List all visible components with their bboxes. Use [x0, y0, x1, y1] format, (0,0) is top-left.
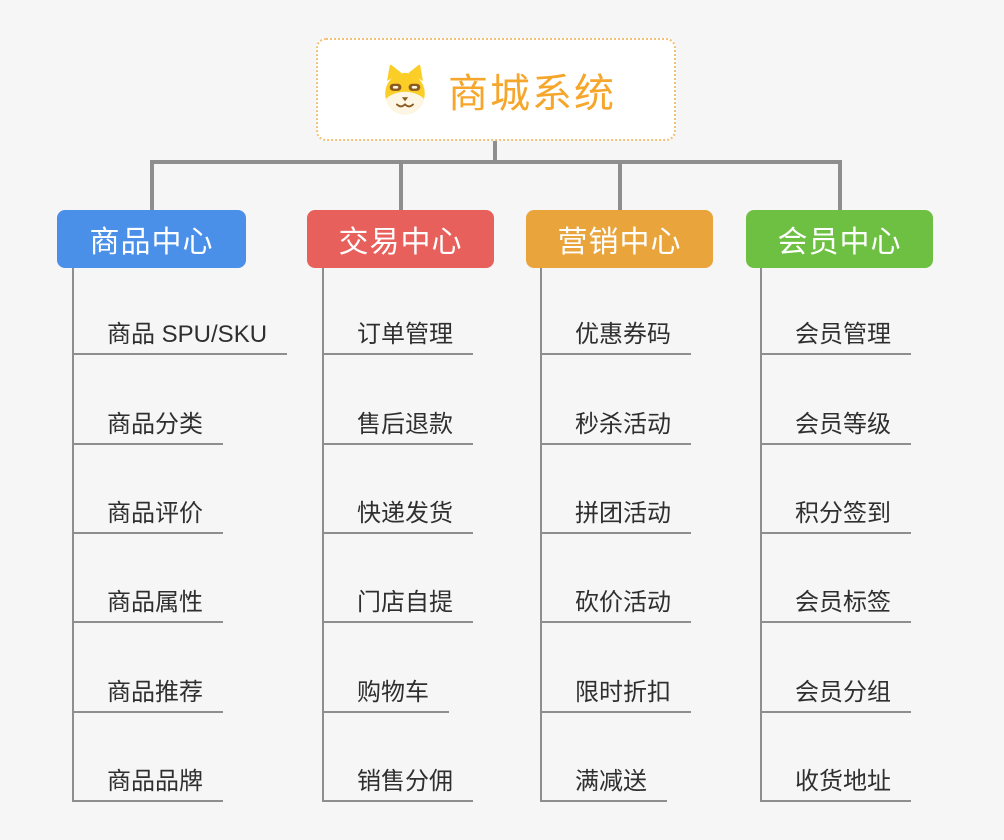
- branch-vertical-line: [760, 268, 762, 802]
- connector-drop-4: [838, 160, 842, 210]
- connector-drop-3: [618, 160, 622, 210]
- leaf-node[interactable]: 秒杀活动: [540, 407, 691, 445]
- leaf-node[interactable]: 优惠券码: [540, 317, 691, 355]
- branch-vertical-line: [72, 268, 74, 802]
- connector-drop-1: [150, 160, 154, 210]
- dog-face-icon: [376, 63, 434, 117]
- leaf-node[interactable]: 积分签到: [760, 496, 911, 534]
- leaf-node[interactable]: 订单管理: [322, 317, 473, 355]
- leaf-node[interactable]: 砍价活动: [540, 585, 691, 623]
- leaf-node[interactable]: 商品品牌: [72, 764, 223, 802]
- leaf-node[interactable]: 售后退款: [322, 407, 473, 445]
- branch-node-1[interactable]: 商品中心: [57, 210, 246, 268]
- leaf-node[interactable]: 拼团活动: [540, 496, 691, 534]
- branch-node-3[interactable]: 营销中心: [526, 210, 713, 268]
- leaf-node[interactable]: 商品 SPU/SKU: [72, 317, 288, 355]
- leaf-node[interactable]: 会员分组: [760, 675, 911, 713]
- leaf-node[interactable]: 会员管理: [760, 317, 911, 355]
- leaf-node[interactable]: 门店自提: [322, 585, 473, 623]
- root-title: 商城系统: [448, 71, 616, 116]
- branch-node-4[interactable]: 会员中心: [746, 210, 933, 268]
- root-node[interactable]: 商城系统: [316, 38, 676, 141]
- connector-root-stem: [493, 141, 497, 163]
- leaf-node[interactable]: 销售分佣: [322, 764, 473, 802]
- leaf-node[interactable]: 会员等级: [760, 407, 911, 445]
- leaf-node[interactable]: 收货地址: [760, 764, 911, 802]
- connector-horizontal: [150, 160, 840, 164]
- leaf-node[interactable]: 购物车: [322, 675, 449, 713]
- leaf-node[interactable]: 限时折扣: [540, 675, 691, 713]
- leaf-node[interactable]: 商品推荐: [72, 675, 223, 713]
- leaf-node[interactable]: 商品属性: [72, 585, 223, 623]
- leaf-node[interactable]: 快递发货: [322, 496, 473, 534]
- leaf-node[interactable]: 商品分类: [72, 407, 223, 445]
- branch-vertical-line: [322, 268, 324, 802]
- connector-drop-2: [399, 160, 403, 210]
- branch-node-2[interactable]: 交易中心: [307, 210, 494, 268]
- leaf-node[interactable]: 满减送: [540, 764, 667, 802]
- branch-vertical-line: [540, 268, 542, 802]
- leaf-node[interactable]: 商品评价: [72, 496, 223, 534]
- leaf-node[interactable]: 会员标签: [760, 585, 911, 623]
